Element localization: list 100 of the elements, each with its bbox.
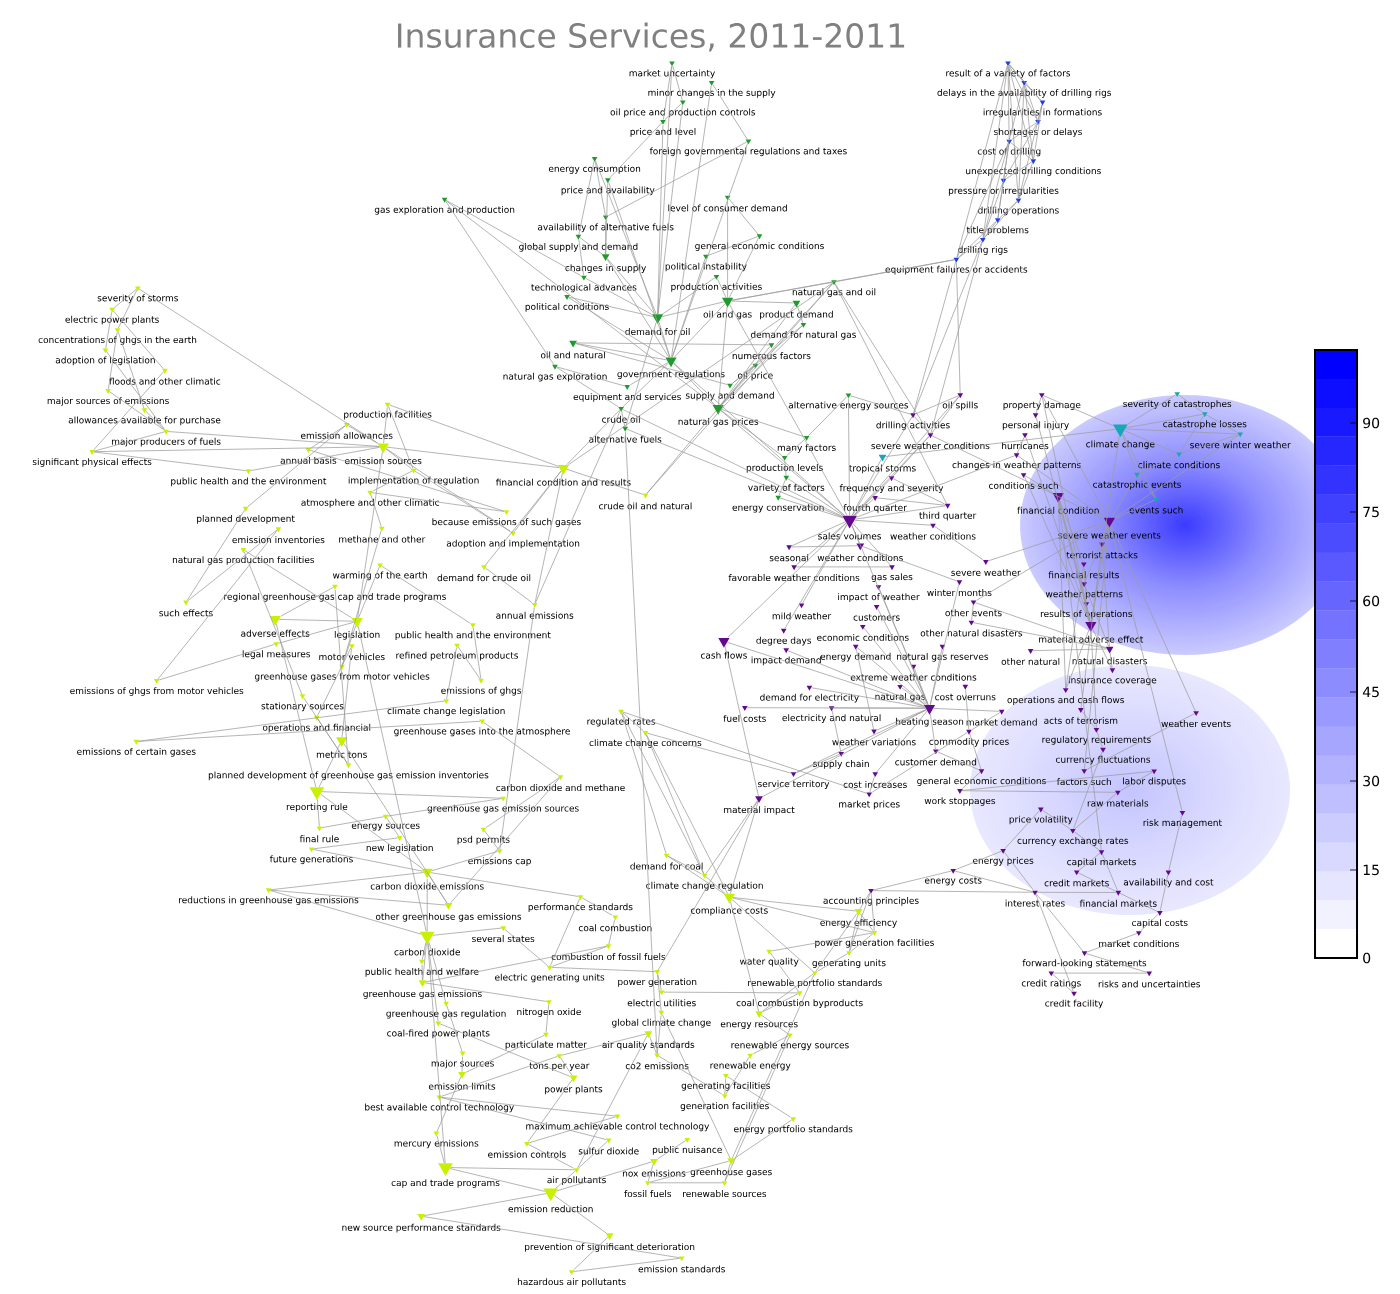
tick-label: 75 [1363,506,1379,518]
node-label: emissions of ghgs from motor vehicles [70,687,244,696]
node-label: renewable energy [710,1061,791,1071]
node-label: credit ratings [1021,979,1081,989]
node-label: severe weather conditions [871,442,990,450]
node-label: impact of weather [838,593,920,602]
node-label: several states [472,935,535,943]
node-label: greenhouse gas emission sources [427,804,579,814]
node-label: air quality standards [602,1041,695,1050]
node-label: events such [1129,506,1183,514]
node-label: cap and trade programs [391,1179,500,1188]
node-label: commodity prices [929,737,1009,747]
node-label: air pollutants [547,1176,606,1185]
node-label: public health and the environment [171,477,327,487]
tick-label: 15 [1363,864,1379,876]
node-label: hurricanes [1002,442,1049,450]
node-label: degree days [756,636,812,646]
node-label: emission sources [345,457,422,465]
node-label: market demand [966,718,1037,726]
node-label: supply and demand [685,391,774,401]
node-label: severe weather [951,569,1021,576]
node-label: electricity and natural [782,714,881,723]
node-label: terrorist attacks [1066,551,1138,559]
node-label: political conditions [525,303,609,312]
node-label: severity of catastrophes [1123,400,1232,409]
node-label: minor changes in the supply [648,89,776,98]
node-label: financial condition [1017,506,1099,514]
node-label: energy resources [720,1022,798,1030]
node-label: hazardous air pollutants [517,1278,626,1287]
node-label: reporting rule [286,803,348,812]
node-label: atmosphere and other climatic [301,498,439,508]
node-label: availability of alternative fuels [537,223,674,233]
node-label: particulate matter [505,1040,587,1050]
node-label: coal combustion byproducts [736,999,863,1008]
node-label: annual basis [280,456,337,464]
node-label: new legislation [366,844,433,853]
node-label: crude oil [602,415,640,423]
node-label: natural disasters [1072,657,1147,665]
node-label: sales volumes [818,532,882,540]
node-label: generating units [812,959,886,968]
node-label: carbon dioxide emissions [370,882,484,890]
node-label: price and level [630,128,696,137]
node-label: natural gas production facilities [172,556,315,565]
node-label: production facilities [344,410,432,420]
node-label: economic conditions [817,633,909,641]
node-label: catastrophe losses [1163,420,1247,430]
node-label: because emissions of such gases [432,518,581,527]
node-label: other natural disasters [920,629,1023,637]
node-label: coal combustion [578,924,652,932]
node-label: adverse effects [241,629,310,637]
node-label: customer demand [895,758,977,766]
node-label: crude oil and natural [599,502,692,510]
node-label: emissions of certain gases [77,747,196,757]
node-label: climate change legislation [387,707,505,716]
node-label: greenhouse gases into the atmosphere [394,727,570,737]
node-label: regulated rates [587,717,656,727]
node-label: credit facility [1045,999,1104,1009]
node-label: public nuisance [652,1146,722,1155]
node-label: market prices [839,800,900,810]
node-label: global supply and demand [519,242,638,252]
node-label: general economic conditions [917,777,1046,786]
node-label: frequency and severity [839,484,944,494]
node-label: carbon dioxide and methane [496,784,625,792]
tick-label: 90 [1363,417,1380,429]
node-label: demand for natural gas [750,330,856,340]
node-label: major sources [431,1059,494,1069]
node-label: production levels [746,464,823,473]
node-label: alternative fuels [589,435,662,443]
node-label: legislation [334,630,380,640]
node-label: natural gas [875,692,926,702]
node-label: credit markets [1044,879,1109,887]
node-label: emissions cap [468,857,531,866]
node-label: oil price and production controls [610,108,756,118]
node-label: foreign governmental regulations and taxes [649,147,847,157]
node-label: drilling activities [876,421,950,431]
node-label: production activities [671,283,762,292]
node-label: supply chain [813,760,869,769]
node-label: irregularities in formations [983,108,1102,118]
node-label: severe weather events [1058,531,1161,539]
node-label: government regulations [617,370,725,380]
node-label: changes in supply [565,264,647,273]
node-label: property damage [1003,401,1081,410]
node-label: energy prices [972,856,1034,866]
node-label: operations and cash flows [1007,696,1125,705]
node-label: emission allowances [300,431,393,439]
node-label: greenhouse gas regulation [386,1009,506,1019]
node-label: financial results [1048,571,1119,579]
node-label: tropical storms [849,464,916,474]
node-label: changes in weather patterns [952,461,1081,470]
node-label: carbon dioxide [394,948,460,956]
node-label: operations and financial [262,723,371,733]
node-label: work stoppages [924,797,996,806]
node-label: energy conservation [732,503,824,513]
node-label: concentrations of ghgs in the earth [38,336,197,345]
node-label: currency fluctuations [1056,755,1151,765]
node-label: climate conditions [1138,461,1220,469]
node-label: weather patterns [1045,590,1123,600]
node-label: weather variations [832,738,916,746]
node-label: greenhouse gas emissions [363,990,482,999]
node-label: risk management [1143,819,1222,828]
